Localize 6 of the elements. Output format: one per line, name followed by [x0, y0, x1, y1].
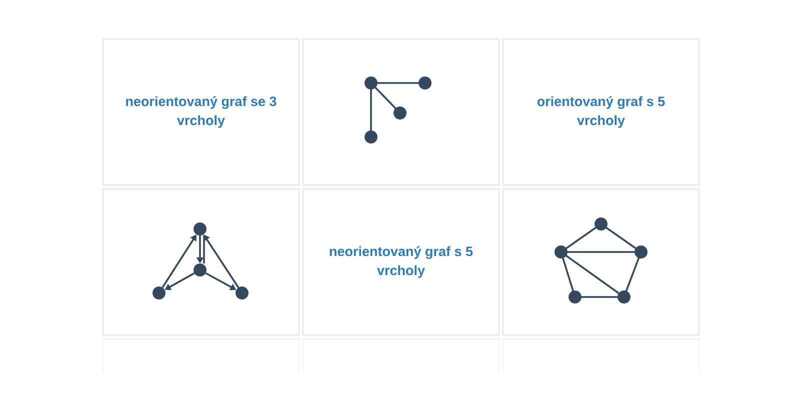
- text-cell: neorientovaný graf s 5 vrcholy: [302, 188, 500, 336]
- text-cell: neorientovaný graf se 3 vrcholy: [102, 38, 300, 186]
- graph-cell: [502, 188, 700, 336]
- text-cell: orientovaný graf s 5 vrcholy: [502, 38, 700, 186]
- graph-cell: [102, 188, 300, 336]
- graph-cell: [302, 38, 500, 186]
